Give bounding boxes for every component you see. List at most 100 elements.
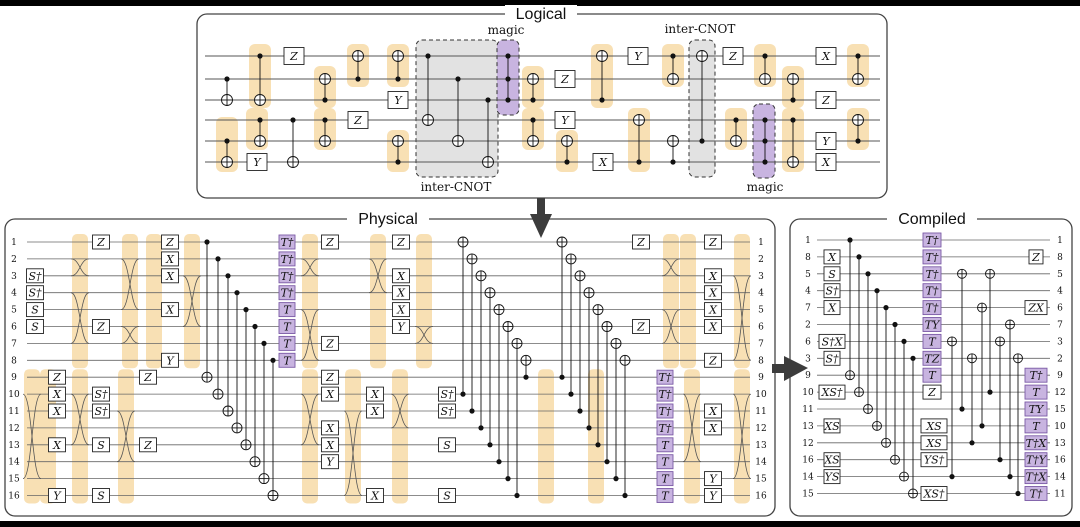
physical-wire-label-left: 1	[11, 238, 17, 248]
control-dot	[261, 340, 267, 346]
logical-magic-label-2: magic	[747, 180, 784, 194]
gate-label: Z	[289, 50, 298, 63]
physical-wire-label-left: 13	[8, 441, 20, 451]
gate-box	[366, 488, 384, 503]
gate-label: TY	[1029, 403, 1045, 416]
gate-label: X	[708, 287, 718, 300]
control-dot	[322, 97, 328, 103]
control-dot	[568, 391, 574, 397]
gate-box	[392, 285, 410, 301]
gate-label: T†	[659, 405, 672, 418]
gate-box	[366, 386, 384, 402]
gate-box	[823, 350, 841, 366]
physical-gate-39: S	[438, 437, 456, 453]
gate-label: TZ	[925, 352, 940, 365]
target-symbol	[520, 354, 532, 366]
compiled-magic-top-9: Z	[922, 384, 942, 400]
gate-label: S†	[825, 352, 839, 365]
physical-wire-label-left: 10	[8, 390, 20, 400]
physical-gate-4: Z	[48, 369, 66, 385]
physical-gate-12: S†	[92, 403, 110, 419]
gate-box	[438, 403, 456, 419]
compiled-magic-bottom-5: T†Y	[1024, 452, 1048, 468]
physical-magic-bottom-4: T	[656, 437, 674, 453]
swap-curve	[732, 393, 752, 479]
compiled-left-gate-7: XS	[823, 418, 841, 434]
gate-label: T	[928, 369, 937, 382]
swap-curve	[300, 309, 320, 361]
gate-box	[554, 111, 576, 129]
control-dot	[505, 53, 511, 59]
gate-label: X	[827, 302, 837, 315]
gate-label: Z	[1031, 251, 1040, 264]
control-dot	[622, 492, 628, 499]
control-dot	[883, 305, 889, 311]
gate-label: S	[31, 304, 39, 317]
compiled-magic-top-2: T†	[922, 266, 942, 282]
physical-gate-13: S	[92, 437, 110, 453]
gate-box	[48, 488, 66, 503]
gate-box	[922, 300, 942, 316]
physical-magic-top-6: T	[278, 335, 296, 351]
target-symbol	[392, 135, 404, 147]
target-symbol	[493, 304, 505, 316]
control-dot	[505, 97, 511, 103]
logical-gate-6: Y	[627, 47, 649, 65]
physical-highlight	[684, 369, 700, 504]
compiled-magic-top-0: T†	[922, 232, 942, 248]
compiled-magic-bottom-7: T†	[1024, 486, 1048, 501]
gate-label: X	[396, 287, 406, 300]
gate-label: X	[708, 270, 718, 283]
physical-gate-31: X	[392, 285, 410, 301]
gate-box	[1024, 452, 1048, 468]
physical-gate-49: X	[704, 403, 722, 419]
target-symbol	[221, 156, 233, 168]
compiled-wire-label-left: 6	[805, 337, 811, 347]
gate-label: ZX	[1027, 302, 1045, 315]
target-symbol	[872, 420, 882, 431]
gate-box	[704, 302, 722, 318]
gate-label: Z	[165, 236, 174, 249]
gate-box	[922, 232, 942, 248]
gate-label: Y	[634, 50, 643, 63]
gate-box	[823, 469, 841, 485]
gate-box	[1024, 435, 1048, 451]
control-dot	[997, 457, 1003, 463]
target-symbol	[240, 439, 252, 451]
compiled-magic-bottom-3: T	[1024, 418, 1048, 434]
gate-box	[1024, 486, 1048, 501]
physical-wire-label-right: 14	[755, 458, 767, 468]
gate-box	[161, 251, 179, 267]
physical-magic-bottom-5: T	[656, 454, 674, 470]
gate-label: T†	[926, 302, 939, 315]
physical-gate-8: Y	[48, 488, 66, 503]
gate-label: T†	[659, 371, 672, 384]
compiled-wire-label-right: 16	[1054, 456, 1066, 466]
gate-box	[920, 418, 948, 434]
physical-gate-27: X	[321, 437, 339, 453]
gate-label: XS	[823, 420, 840, 433]
control-dot	[290, 117, 296, 123]
gate-label: X	[708, 422, 718, 435]
target-symbol	[854, 387, 864, 398]
compiled-wire-label-right: 1	[1057, 236, 1063, 246]
target-symbol	[231, 422, 243, 434]
physical-wire-label-left: 15	[8, 475, 20, 485]
target-symbol	[254, 135, 266, 147]
gate-box	[823, 452, 841, 468]
physical-wire-label-right: 5	[758, 306, 764, 316]
gate-box	[366, 403, 384, 419]
control-dot	[559, 374, 565, 380]
gate-box	[1024, 367, 1048, 383]
gate-label: Y	[166, 354, 175, 367]
compiled-mid-gate-2: YS†	[920, 452, 948, 468]
physical-magic-top-0: T†	[278, 234, 296, 250]
gate-box	[922, 249, 942, 265]
logical-gate-9: X	[815, 47, 837, 65]
swap-curve	[682, 393, 702, 463]
target-symbol	[852, 114, 864, 126]
physical-wire-label-right: 8	[758, 356, 764, 366]
target-symbol	[787, 73, 799, 85]
gate-box	[922, 266, 942, 282]
target-symbol	[852, 73, 864, 85]
